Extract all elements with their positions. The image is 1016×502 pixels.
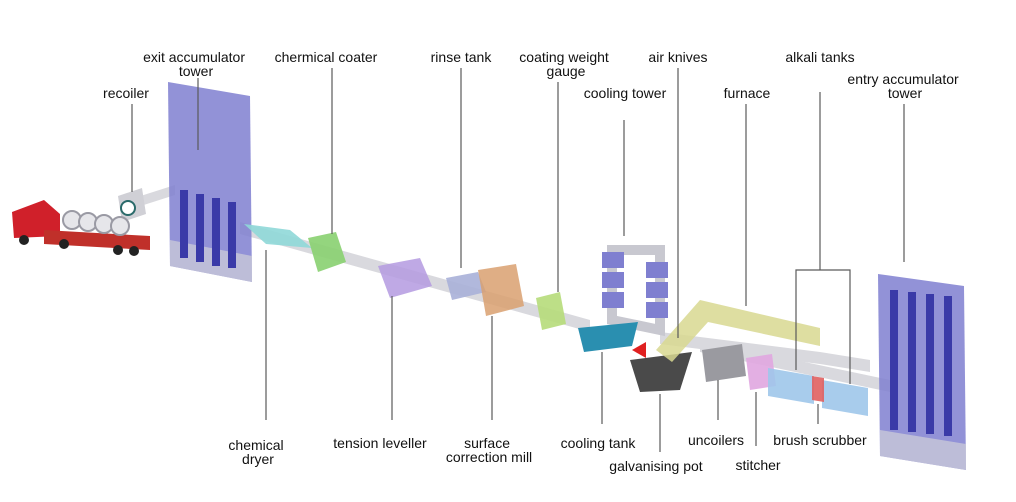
cooling-tower-roll-block (602, 272, 624, 288)
cooling-tower-roll-block (646, 262, 668, 278)
exit-accumulator-tower (168, 82, 252, 282)
label-surface-correction-mill: surface correction mill (446, 435, 532, 465)
air-knives (632, 342, 646, 358)
entry-tower-roll (908, 292, 916, 432)
entry-tower-roll (890, 290, 898, 430)
label-uncoilers: uncoilers (688, 432, 744, 448)
alkali-tank (822, 380, 868, 416)
leader-lines (131, 68, 905, 452)
exit-tower-roll (180, 190, 188, 258)
leader-alkali-tanks-split (795, 269, 851, 384)
label-chemical-dryer: chemical dryer (228, 437, 287, 467)
furnace (656, 300, 820, 362)
label-cooling-tower: cooling tower (584, 85, 667, 101)
truck-cab (12, 200, 60, 238)
entry-accumulator-tower (878, 274, 966, 470)
entry-tower-roll (926, 294, 934, 434)
tension-leveller (378, 258, 432, 298)
truck-wheel (129, 246, 139, 256)
label-alkali-tanks: alkali tanks (785, 49, 854, 65)
label-furnace: furnace (724, 85, 771, 101)
cooling-tank (578, 322, 638, 352)
entry-tower-base (880, 430, 966, 470)
chemical-dryer (244, 224, 312, 248)
exit-tower-roll (212, 198, 220, 266)
entry-tower-roll (944, 296, 952, 436)
truck-wheel (59, 239, 69, 249)
label-tension-leveller: tension leveller (333, 435, 427, 451)
exit-tower-roll (228, 202, 236, 268)
truck-wheel (113, 245, 123, 255)
coating-weight-gauge (536, 292, 566, 330)
surface-correction-mill (478, 264, 524, 316)
recoiler (118, 188, 146, 222)
brush-scrubber (812, 376, 824, 402)
label-stitcher: stitcher (735, 457, 780, 473)
exit-tower-base (170, 240, 252, 282)
label-coating-weight-gauge: coating weight gauge (519, 49, 612, 79)
truck (12, 200, 150, 256)
chemical-coater (308, 232, 346, 272)
label-air-knives: air knives (648, 49, 707, 65)
recoiler-roll (120, 200, 136, 216)
uncoilers (702, 344, 746, 382)
alkali-tank (768, 368, 814, 404)
galvanising-pot (630, 352, 692, 392)
label-cooling-tank: cooling tank (561, 435, 637, 451)
truck-coil (110, 216, 130, 236)
label-exit-accumulator-tower: exit accumulator tower (143, 49, 249, 79)
label-recoiler: recoiler (103, 85, 149, 101)
cooling-tower-roll-block (602, 252, 624, 268)
cooling-tower-roll-block (646, 282, 668, 298)
label-rinse-tank: rinse tank (431, 49, 493, 65)
strip-segment-furnace-return (660, 332, 870, 372)
exit-tower-roll (196, 194, 204, 262)
cooling-tower-roll-block (602, 292, 624, 308)
label-brush-scrubber: brush scrubber (773, 432, 867, 448)
label-entry-accumulator-tower: entry accumulator tower (847, 71, 962, 101)
labels: exit accumulator tower recoiler chermica… (103, 49, 962, 474)
cooling-tower-roll-block (646, 302, 668, 318)
strip-segment-entry (700, 340, 890, 392)
rinse-tank (446, 272, 486, 300)
label-galvanising-pot: galvanising pot (609, 458, 703, 474)
truck-wheel (19, 235, 29, 245)
label-chemical-coater: chermical coater (275, 49, 378, 65)
cooling-tower (602, 245, 668, 337)
